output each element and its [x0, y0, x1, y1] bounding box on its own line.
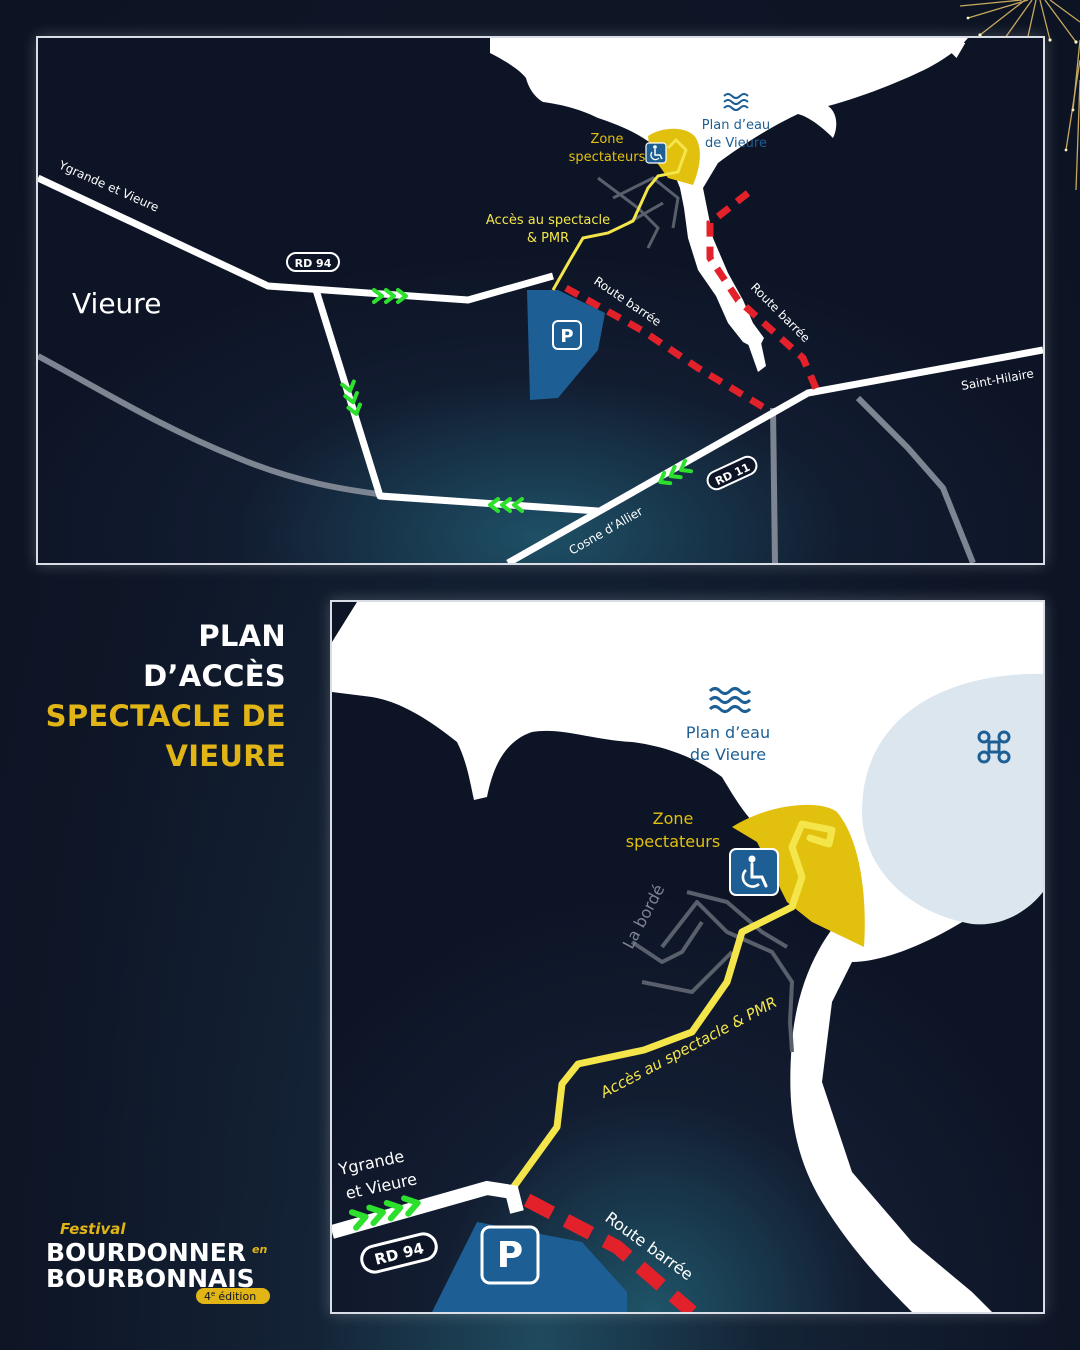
- parking-icon: P: [552, 320, 582, 350]
- title-line-2: D’ACCÈS: [143, 659, 286, 693]
- access-route: [551, 137, 688, 291]
- edition-number: 4: [204, 1290, 211, 1303]
- overview-map-svg: P Plan d’eau de Vieure Zone spectateurs …: [38, 38, 1043, 563]
- town-label: Vieure: [72, 287, 161, 320]
- main-roads: [38, 174, 1043, 563]
- access-route: [506, 820, 836, 1196]
- logo-line1: BOURDONNER: [46, 1238, 246, 1267]
- lake-water: [332, 602, 1043, 1312]
- edition-word: édition: [218, 1290, 256, 1303]
- zone-label-line1: Zone: [590, 132, 623, 147]
- waves-icon: [708, 687, 752, 713]
- parking-icon: P: [480, 1225, 540, 1285]
- drone-icon: [977, 730, 1011, 764]
- lake-water: [490, 38, 968, 350]
- access-label-line2: & PMR: [527, 231, 569, 246]
- edition-suffix: e: [211, 1290, 215, 1298]
- waves-icon: [723, 93, 749, 111]
- wheelchair-icon: [645, 142, 667, 164]
- zone-label-line2: spectateurs: [569, 150, 646, 165]
- zone-label-line1: Zone: [653, 809, 694, 828]
- logo-festival: Festival: [60, 1220, 126, 1238]
- fireworks-decoration: [959, 0, 1080, 191]
- direction-arrows: [340, 288, 693, 513]
- rd11-shield: RD 11: [706, 455, 758, 491]
- direction-arrows: [348, 1195, 421, 1231]
- village-streets: [630, 890, 794, 1053]
- wheelchair-icon: [729, 848, 779, 896]
- water-label-line1: Plan d’eau: [702, 118, 770, 133]
- title-line-3: SPECTACLE DE: [45, 699, 286, 733]
- parking-label: P: [560, 326, 573, 347]
- rd94-label: RD 94: [295, 257, 332, 270]
- detail-map[interactable]: Plan d’eau de Vieure P Zo: [330, 600, 1045, 1314]
- detail-map-svg: Plan d’eau de Vieure P Zo: [332, 602, 1043, 1312]
- water-label-line2: de Vieure: [690, 745, 766, 764]
- blocked-roads: [564, 190, 822, 414]
- blocked-road: [523, 1193, 697, 1312]
- zone-label-line2: spectateurs: [626, 832, 720, 851]
- title-line-4: VIEURE: [165, 739, 286, 773]
- rd94-shield: RD 94: [286, 252, 340, 272]
- overview-map[interactable]: P Plan d’eau de Vieure Zone spectateurs …: [36, 36, 1045, 565]
- access-label-line1: Accès au spectacle: [486, 213, 610, 228]
- water-label-line1: Plan d’eau: [686, 723, 770, 742]
- lake-tail: [746, 338, 766, 372]
- title-line-1: PLAN: [198, 619, 286, 653]
- logo-en: en: [252, 1243, 267, 1256]
- parking-label: P: [497, 1235, 523, 1276]
- water-label-line2: de Vieure: [705, 136, 767, 151]
- secondary-roads: [38, 353, 976, 563]
- stream: [930, 40, 966, 62]
